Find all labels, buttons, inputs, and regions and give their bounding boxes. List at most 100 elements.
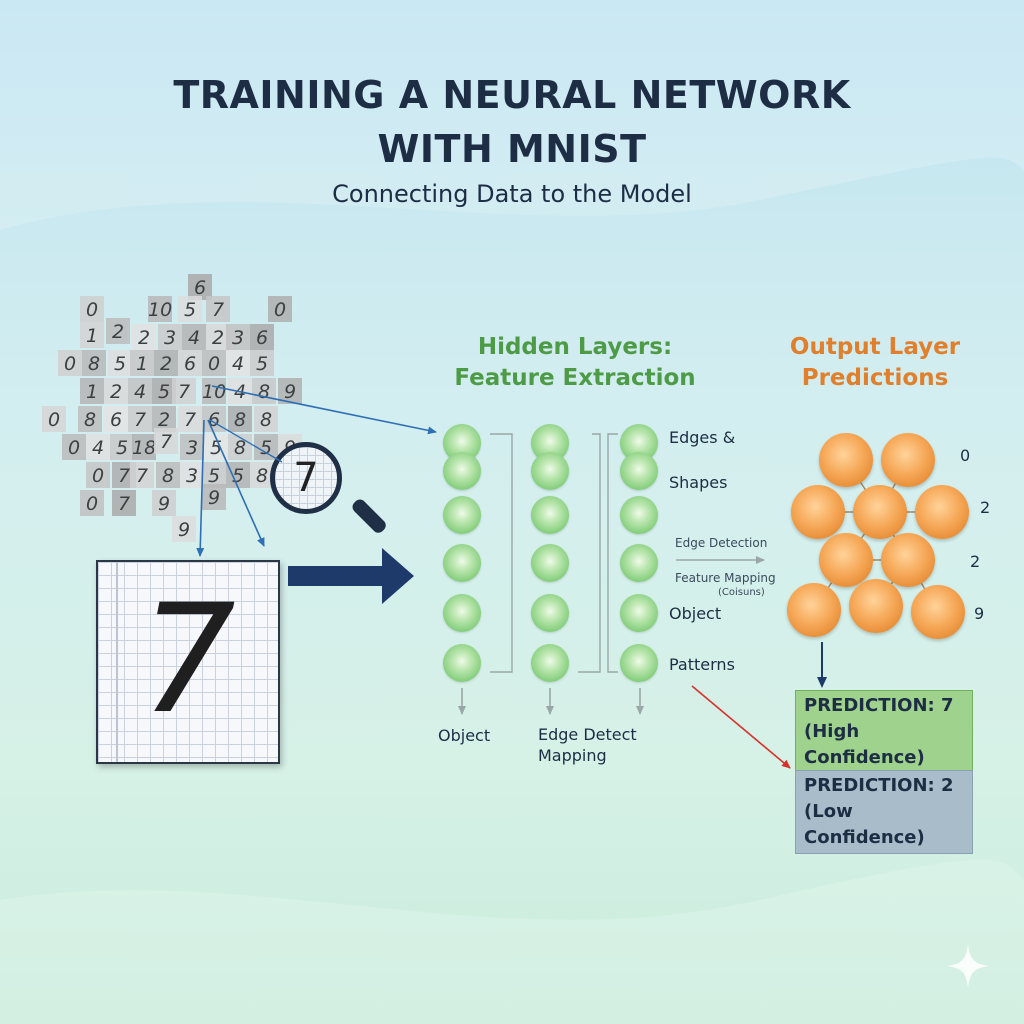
- mnist-tile: 4: [226, 350, 250, 376]
- mnist-tile: 7: [206, 296, 230, 322]
- mnist-tile: 5: [250, 350, 274, 376]
- hidden-title-line-2: Feature Extraction: [454, 365, 696, 391]
- output-node: [787, 583, 841, 637]
- mnist-tile: 4: [182, 324, 206, 350]
- label-shapes: Shapes: [669, 473, 728, 492]
- mnist-tile: 2: [106, 318, 130, 344]
- mnist-tile: 3: [158, 324, 182, 350]
- hidden-node: [620, 452, 658, 490]
- mnist-tile: 5: [178, 296, 202, 322]
- mnist-tile: 10: [148, 296, 172, 322]
- hidden-node: [531, 594, 569, 632]
- mnist-tile: 2: [154, 350, 178, 376]
- mnist-tile: 0: [42, 406, 66, 432]
- mnist-tile: 0: [80, 296, 104, 322]
- mnist-tile: 3: [180, 434, 204, 460]
- mnist-tile: 2: [104, 378, 128, 404]
- mnist-tile: 8: [228, 434, 252, 460]
- title-line-2: WITH MNIST: [377, 127, 647, 171]
- layer-bracket-3: [607, 433, 618, 673]
- pointer-to-hidden: [211, 385, 437, 435]
- label-patterns: Patterns: [669, 655, 735, 674]
- output-node: [881, 433, 935, 487]
- hidden-node: [531, 544, 569, 582]
- mnist-tile: 7: [178, 406, 202, 432]
- mnist-tile: 8: [78, 406, 102, 432]
- mnist-tile: 5: [202, 462, 226, 488]
- selected-digit: 7: [140, 573, 236, 747]
- hidden-node: [443, 544, 481, 582]
- mnist-tile: 8: [252, 378, 276, 404]
- patterns-to-low-arrow: [691, 685, 791, 769]
- mnist-tile: 5: [110, 434, 134, 460]
- label-edges: Edges &: [669, 428, 736, 447]
- hidden-node: [531, 452, 569, 490]
- output-label-3: 9: [974, 604, 985, 623]
- label-edge-detection: Edge Detection: [675, 536, 768, 550]
- mnist-tile: 0: [202, 350, 226, 376]
- prediction-low-line-2: (Low Confidence): [804, 801, 925, 848]
- hidden-layers-title: Hidden Layers: Feature Extraction: [440, 332, 710, 394]
- mnist-tile: 6: [104, 406, 128, 432]
- hidden-node: [531, 496, 569, 534]
- layer-bracket-1: [490, 433, 513, 673]
- mnist-tile: 7: [154, 428, 178, 454]
- mnist-tile: 4: [128, 378, 152, 404]
- grid-margin-line: [116, 562, 118, 762]
- magnifier-lens: [270, 442, 342, 514]
- hidden-title-line-1: Hidden Layers:: [477, 334, 673, 360]
- label-col2-line-1: Edge Detect: [538, 725, 637, 744]
- mnist-tile: 6: [250, 324, 274, 350]
- mnist-tile: 7: [128, 406, 152, 432]
- mnist-tile: 18: [132, 434, 156, 460]
- mnist-tile: 8: [82, 350, 106, 376]
- label-feature-mapping-sub: (Coisuns): [718, 587, 765, 598]
- mnist-tile: 6: [178, 350, 202, 376]
- title-line-1: TRAINING A NEURAL NETWORK: [173, 73, 851, 117]
- label-col2: Edge Detect Mapping: [538, 724, 637, 766]
- pointer-down-right: [207, 419, 265, 547]
- output-node: [849, 579, 903, 633]
- page-title: TRAINING A NEURAL NETWORK WITH MNIST: [0, 68, 1024, 176]
- digit-grid-card: 7: [96, 560, 280, 764]
- right-arrow-icon: [288, 548, 414, 604]
- output-node: [853, 485, 907, 539]
- prediction-high-line-1: PREDICTION: 7: [804, 695, 954, 716]
- hidden-node: [443, 594, 481, 632]
- mnist-tile: 8: [156, 462, 180, 488]
- prediction-high-line-2: (High Confidence): [804, 721, 925, 768]
- mnist-tile: 7: [172, 378, 196, 404]
- mnist-tile: 7: [112, 490, 136, 516]
- mnist-tile: 1: [130, 350, 154, 376]
- hidden-node: [531, 644, 569, 682]
- mnist-tile: 3: [180, 462, 204, 488]
- prediction-low-confidence: PREDICTION: 2 (Low Confidence): [795, 770, 973, 854]
- prediction-high-confidence: PREDICTION: 7 (High Confidence): [795, 690, 973, 774]
- mnist-tile: 9: [172, 516, 196, 542]
- output-label-1: 2: [980, 498, 991, 517]
- mnist-tile: 9: [152, 490, 176, 516]
- mnist-tile: 8: [254, 406, 278, 432]
- hidden-node: [443, 496, 481, 534]
- hidden-node: [443, 452, 481, 490]
- output-node: [791, 485, 845, 539]
- label-col2-line-2: Mapping: [538, 746, 607, 765]
- mnist-tile: 7: [130, 462, 154, 488]
- mnist-tile: 6: [188, 274, 212, 300]
- mnist-tile: 2: [152, 406, 176, 432]
- hidden-node: [620, 544, 658, 582]
- mnist-tile: 4: [86, 434, 110, 460]
- output-node: [881, 533, 935, 587]
- output-title-line-2: Predictions: [801, 365, 949, 391]
- mnist-tile: 5: [254, 434, 278, 460]
- output-layer-title: Output Layer Predictions: [765, 332, 985, 394]
- mnist-tile: 2: [132, 324, 156, 350]
- prediction-low-line-1: PREDICTION: 2: [804, 775, 954, 796]
- label-col1-object: Object: [438, 726, 491, 745]
- output-title-line-1: Output Layer: [789, 334, 961, 360]
- hidden-node: [620, 594, 658, 632]
- label-object: Object: [669, 604, 722, 623]
- mnist-tile: 1: [80, 378, 104, 404]
- mnist-tile: 0: [80, 490, 104, 516]
